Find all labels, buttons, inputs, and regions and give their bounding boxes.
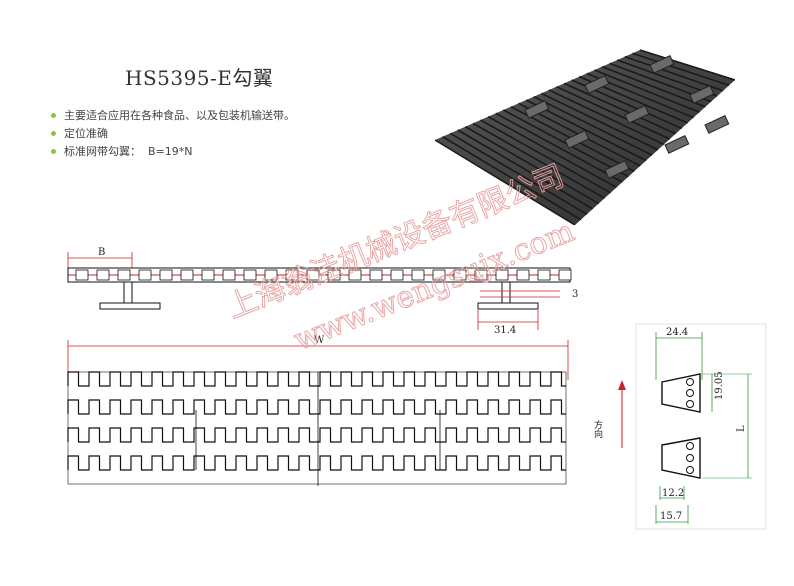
hinge-hole <box>686 454 694 462</box>
belt-modules <box>67 371 567 486</box>
product-title: HS5395-E勾翼 <box>125 66 274 90</box>
hinge-hole <box>686 442 694 450</box>
belt-flight <box>689 85 715 104</box>
profile-frame <box>635 323 767 530</box>
belt-rib <box>472 122 606 199</box>
belt-rib <box>548 89 665 146</box>
belt-rib <box>639 49 735 81</box>
belt-flight <box>649 55 675 74</box>
side-link <box>558 269 572 281</box>
feature-item: 标准网带勾翼： B=19*N <box>50 143 295 161</box>
side-link <box>453 269 467 281</box>
side-view: B 3 31.4 <box>67 247 578 336</box>
side-link <box>411 269 425 281</box>
belt-rib <box>624 55 724 92</box>
belt-flights <box>524 55 730 179</box>
belt-module-row <box>67 427 566 443</box>
side-link <box>348 269 362 281</box>
profile-module-lower <box>661 437 701 479</box>
belt-module-row <box>67 399 566 415</box>
belt-rib <box>487 115 617 189</box>
side-link <box>306 269 320 281</box>
side-link <box>495 269 509 281</box>
belt-rib <box>480 119 611 194</box>
belt-photo <box>435 49 735 225</box>
watermark: 上海翁洼机械设备有限公司 www.wengsujx.com <box>222 158 580 350</box>
belt-flight <box>704 115 730 134</box>
top-view: W <box>67 335 569 486</box>
flight-blade <box>477 302 539 310</box>
belt-module-row <box>67 371 566 387</box>
side-link <box>264 269 278 281</box>
feature-item: 主要适合应用在各种食品、以及包装机输送带。 <box>50 107 295 125</box>
side-link <box>201 269 215 281</box>
belt-rib <box>601 65 706 108</box>
bottom-label-2: 15.7 <box>660 511 682 522</box>
belt-rib <box>632 52 730 87</box>
belt-rib <box>464 125 600 205</box>
side-link <box>222 269 236 281</box>
hinge-hole <box>686 378 694 386</box>
feature-text: 定位准确 <box>64 127 108 140</box>
feature-list: 主要适合应用在各种食品、以及包装机输送带。 定位准确 标准网带勾翼： B=19*… <box>50 107 295 161</box>
height-label: 19.05 <box>714 371 725 400</box>
side-link <box>117 269 131 281</box>
side-link <box>243 269 257 281</box>
belt-rib <box>449 132 588 215</box>
belt-flight <box>524 100 550 119</box>
top-width-label: 24.4 <box>666 327 688 338</box>
belt-flight <box>564 130 590 149</box>
side-link <box>390 269 404 281</box>
belt-flight <box>584 75 610 94</box>
side-link <box>474 269 488 281</box>
bottom-label-1: 12.2 <box>662 488 684 499</box>
belt-rib <box>594 69 700 113</box>
belt-rib <box>502 109 629 178</box>
flight-width-label: 31.4 <box>494 325 516 336</box>
side-link <box>432 269 446 281</box>
hinge-hole <box>686 389 694 397</box>
side-link <box>285 269 299 281</box>
profile-module-upper <box>661 373 701 413</box>
pitch-label: B <box>98 247 105 258</box>
top-view-outline <box>67 371 567 485</box>
belt-flight <box>664 135 690 154</box>
side-link <box>75 269 89 281</box>
belt-rib <box>563 82 677 135</box>
belt-module-row <box>67 455 566 471</box>
belt-flight <box>604 160 630 179</box>
side-link <box>96 269 110 281</box>
belt-rib <box>435 139 576 225</box>
feature-text: 主要适合应用在各种食品、以及包装机输送带。 <box>64 109 295 122</box>
belt-rib <box>533 95 653 156</box>
feature-text: 标准网带勾翼： B=19*N <box>64 145 193 158</box>
side-link <box>516 269 530 281</box>
belt-rib <box>457 129 594 210</box>
side-link <box>159 269 173 281</box>
belt-rib <box>540 92 659 151</box>
direction-label: 方向 <box>592 419 603 438</box>
hinge-hole <box>686 466 694 474</box>
belt-rib <box>556 85 671 140</box>
hinge-hole <box>686 400 694 408</box>
flight-blade <box>99 302 161 310</box>
side-link <box>327 269 341 281</box>
belt-flight <box>624 105 650 124</box>
feature-item: 定位准确 <box>50 125 295 143</box>
side-links <box>75 269 572 281</box>
side-link <box>537 269 551 281</box>
height-label: 3 <box>572 289 578 300</box>
profile-view: 24.4 19.05 L 方向 <box>592 323 767 530</box>
belt-rib <box>495 112 623 183</box>
side-link <box>369 269 383 281</box>
flight-stem <box>123 281 133 307</box>
belt-rib <box>442 135 582 221</box>
side-link <box>138 269 152 281</box>
direction-arrowhead-icon <box>618 380 626 390</box>
width-label: W <box>314 335 325 346</box>
side-link <box>180 269 194 281</box>
length-label: L <box>736 425 747 432</box>
